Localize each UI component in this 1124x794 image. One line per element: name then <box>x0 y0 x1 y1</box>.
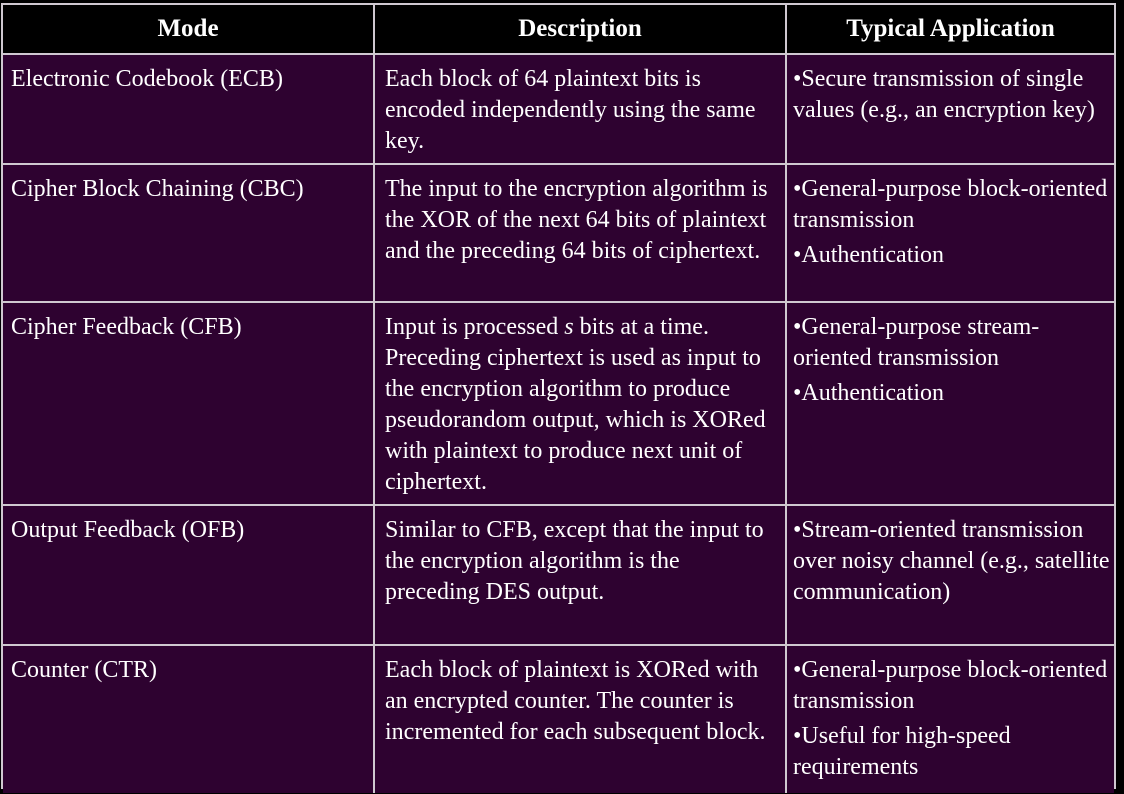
application-cell: •General-purpose block-oriented transmis… <box>786 164 1114 303</box>
table-row: Cipher Feedback (CFB) Input is processed… <box>3 302 1114 506</box>
mode-cell: Output Feedback (OFB) <box>3 505 375 646</box>
mode-cell: Cipher Feedback (CFB) <box>3 302 375 506</box>
application-item: •Authentication <box>793 242 945 268</box>
header-typical-application: Typical Application <box>786 5 1114 55</box>
description-text-start: Input is processed <box>385 314 565 340</box>
description-text-end: bits at a time. Preceding ciphertext is … <box>385 314 766 495</box>
table-row: Output Feedback (OFB) Similar to CFB, ex… <box>3 505 1114 646</box>
header-mode: Mode <box>3 5 375 55</box>
application-cell: •General-purpose block-oriented transmis… <box>786 645 1114 793</box>
block-cipher-modes-table: Mode Description Typical Application Ele… <box>3 5 1114 793</box>
application-item: •Authentication <box>793 380 945 406</box>
application-cell: •Secure transmission of single values (e… <box>786 54 1114 165</box>
description-cell: Each block of plaintext is XORed with an… <box>374 645 787 793</box>
application-item: •General-purpose block-oriented transmis… <box>793 176 1108 233</box>
application-item: •Secure transmission of single values (e… <box>793 66 1095 123</box>
table-row: Cipher Block Chaining (CBC) The input to… <box>3 164 1114 303</box>
application-item: •General-purpose stream-oriented transmi… <box>793 314 1040 371</box>
variable-s: s <box>564 314 574 340</box>
header-row: Mode Description Typical Application <box>3 5 1114 55</box>
header-description: Description <box>374 5 787 55</box>
table-row: Counter (CTR) Each block of plaintext is… <box>3 645 1114 793</box>
application-cell: •General-purpose stream-oriented transmi… <box>786 302 1114 506</box>
mode-cell: Electronic Codebook (ECB) <box>3 54 375 165</box>
mode-cell: Cipher Block Chaining (CBC) <box>3 164 375 303</box>
description-cell: Input is processed s bits at a time. Pre… <box>374 302 787 506</box>
mode-cell: Counter (CTR) <box>3 645 375 793</box>
modes-table-frame: Mode Description Typical Application Ele… <box>1 3 1116 793</box>
application-item: •General-purpose block-oriented transmis… <box>793 657 1108 714</box>
description-cell: Each block of 64 plaintext bits is encod… <box>374 54 787 165</box>
table-row: Electronic Codebook (ECB) Each block of … <box>3 54 1114 165</box>
application-item: •Stream-oriented transmission over noisy… <box>793 517 1110 605</box>
application-cell: •Stream-oriented transmission over noisy… <box>786 505 1114 646</box>
application-item: •Useful for high-speed requirements <box>793 723 1011 780</box>
description-cell: Similar to CFB, except that the input to… <box>374 505 787 646</box>
description-cell: The input to the encryption algorithm is… <box>374 164 787 303</box>
